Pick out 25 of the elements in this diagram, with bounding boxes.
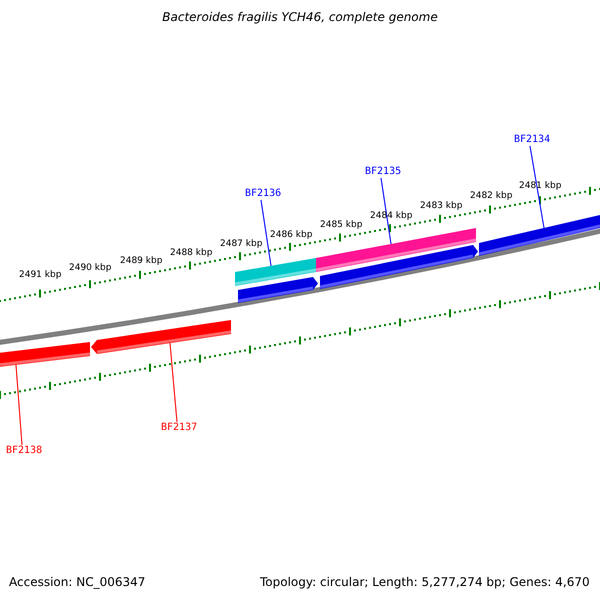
gene-block	[238, 277, 318, 303]
scale-label: 2483 kbp	[420, 202, 462, 211]
leader-line	[170, 342, 178, 422]
feature-bar	[0, 342, 90, 367]
scale-label: 2486 kbp	[270, 231, 312, 240]
gene-label: BF2137	[161, 423, 198, 433]
gene-label: BF2135	[365, 167, 402, 177]
gene-label: BF2136	[245, 189, 282, 199]
scale-label: 2488 kbp	[170, 249, 212, 258]
scale-label: 2490 kbp	[69, 264, 112, 273]
scale-label: 2491 kbp	[19, 271, 62, 280]
scale-label: 2482 kbp	[470, 192, 512, 201]
title: Bacteroides fragilis YCH46, complete genome	[161, 11, 439, 23]
gene-block	[320, 245, 478, 289]
gene-label: BF2134	[514, 135, 550, 145]
scale-label: 2489 kbp	[120, 257, 162, 266]
scale-label: 2485 kbp	[320, 221, 362, 230]
gene-label: BF2138	[6, 446, 42, 456]
leader-line	[380, 178, 392, 244]
leader-line	[260, 200, 272, 266]
gene-block	[479, 215, 600, 256]
accession-text: Accession: NC_006347	[9, 576, 146, 588]
gene-block	[91, 320, 231, 354]
leader-line	[16, 364, 22, 446]
genome-info-text: Topology: circular; Length: 5,277,274 bp; Genes: 4,670	[260, 576, 590, 588]
